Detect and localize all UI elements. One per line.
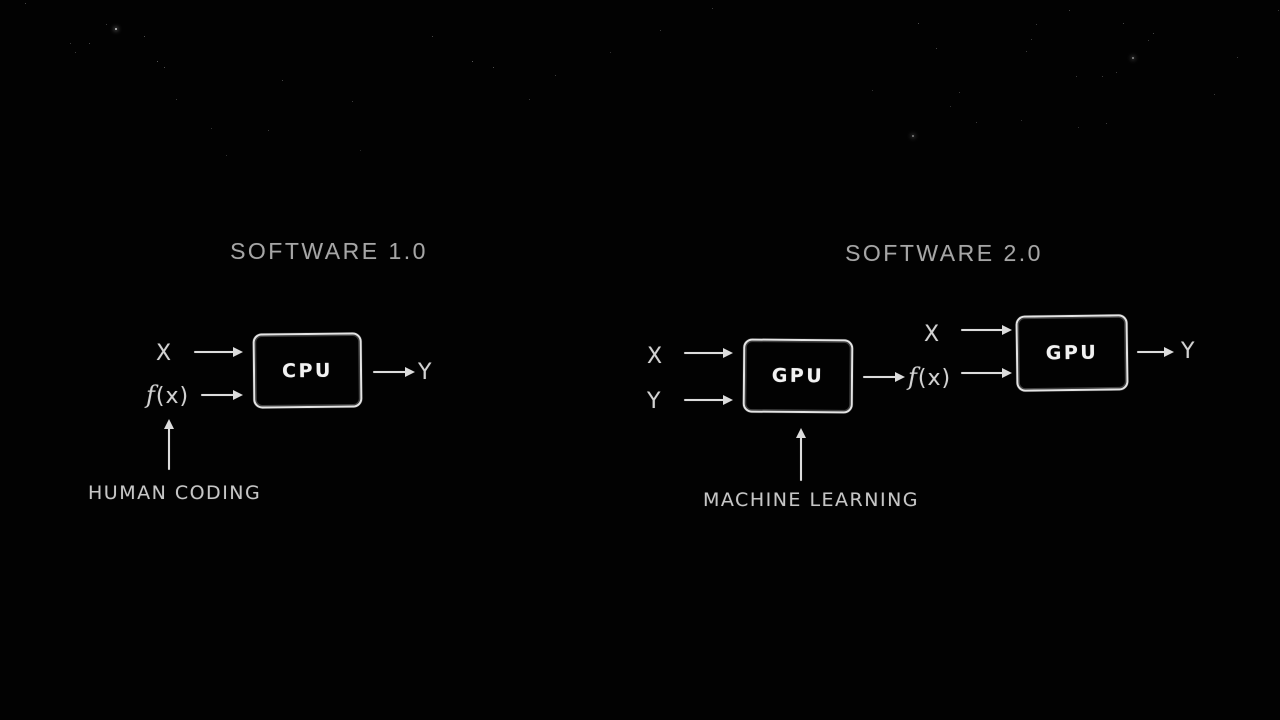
star-dot [1278,10,1279,11]
fx-function-symbol: f [908,363,918,391]
human-coding-annotation: HUMAN CODING [88,482,262,504]
star-dot [176,99,177,100]
cpu-box-label: CPU [281,359,334,382]
star-dot [872,90,873,91]
sw1-input-fx-label: f(x) [146,381,189,409]
star-dot [268,130,269,131]
sw2-stage1-input-y-label: Y [647,389,662,414]
sw1-output-y-label: Y [418,360,433,385]
star-dot [1148,40,1149,41]
machine-learning-annotation: MACHINE LEARNING [703,489,920,511]
sw1-input-x-label: X [156,341,173,366]
star-dot [1153,33,1154,34]
fx-args: (x) [155,384,190,409]
star-dot [1036,24,1037,25]
star-dot [115,28,117,30]
arrow-right-icon [194,346,243,357]
software-2-title: SOFTWARE 2.0 [845,240,1043,266]
star-dot [70,43,71,44]
star-dot [360,150,361,151]
star-dot [164,67,165,68]
sw2-mid-fx-label: f(x) [908,363,951,391]
star-dot [1076,76,1077,77]
arrow-right-icon [684,394,733,405]
star-dot [1031,39,1032,40]
star-dot [610,52,611,53]
sw2-stage1-input-x-label: X [647,344,664,369]
gpu-box-2: GPU [1015,314,1129,392]
star-dot [1078,127,1079,128]
star-dot [555,75,556,76]
star-dot [1214,94,1215,95]
star-dot [976,122,977,123]
fx-args: (x) [917,366,952,391]
star-dot [1237,57,1238,58]
arrow-right-icon [961,324,1012,335]
star-dot [1132,57,1134,59]
software-1-title: SOFTWARE 1.0 [230,238,428,264]
star-dot [282,80,283,81]
star-dot [950,106,951,107]
star-dot [1116,72,1117,73]
star-dot [75,52,76,53]
arrow-right-icon [863,371,905,382]
star-dot [1069,10,1070,11]
star-dot [157,61,158,62]
gpu-box-1: GPU [742,338,854,414]
star-dot [936,48,937,49]
gpu-box-2-label: GPU [1045,341,1099,365]
star-dot [493,67,494,68]
star-dot [144,36,145,37]
star-dot [352,101,353,102]
sw2-output-y-label: Y [1181,339,1196,364]
gpu-box-1-label: GPU [771,364,825,388]
arrow-right-icon [201,389,243,400]
star-dot [1021,120,1022,121]
sw2-stage2-input-x-label: X [924,322,941,347]
star-dot [472,61,473,62]
star-dot [1106,123,1107,124]
arrow-right-icon [373,366,415,377]
star-dot [1102,76,1103,77]
star-dot [912,135,914,137]
arrow-up-icon [795,428,806,481]
star-dot [529,99,530,100]
star-dot [226,155,227,156]
star-dot [432,36,433,37]
arrow-up-icon [163,419,174,470]
star-dot [1026,51,1027,52]
star-dot [89,43,90,44]
star-dot [918,23,919,24]
star-dot [959,92,960,93]
star-dot [1123,23,1124,24]
star-dot [660,30,661,31]
fx-function-symbol: f [146,381,156,409]
cpu-box: CPU [252,332,363,409]
arrow-right-icon [684,347,733,358]
arrow-right-icon [961,367,1012,378]
star-dot [712,8,713,9]
star-dot [211,128,212,129]
star-dot [25,3,26,4]
star-dot [106,24,107,25]
arrow-right-icon [1137,346,1174,357]
